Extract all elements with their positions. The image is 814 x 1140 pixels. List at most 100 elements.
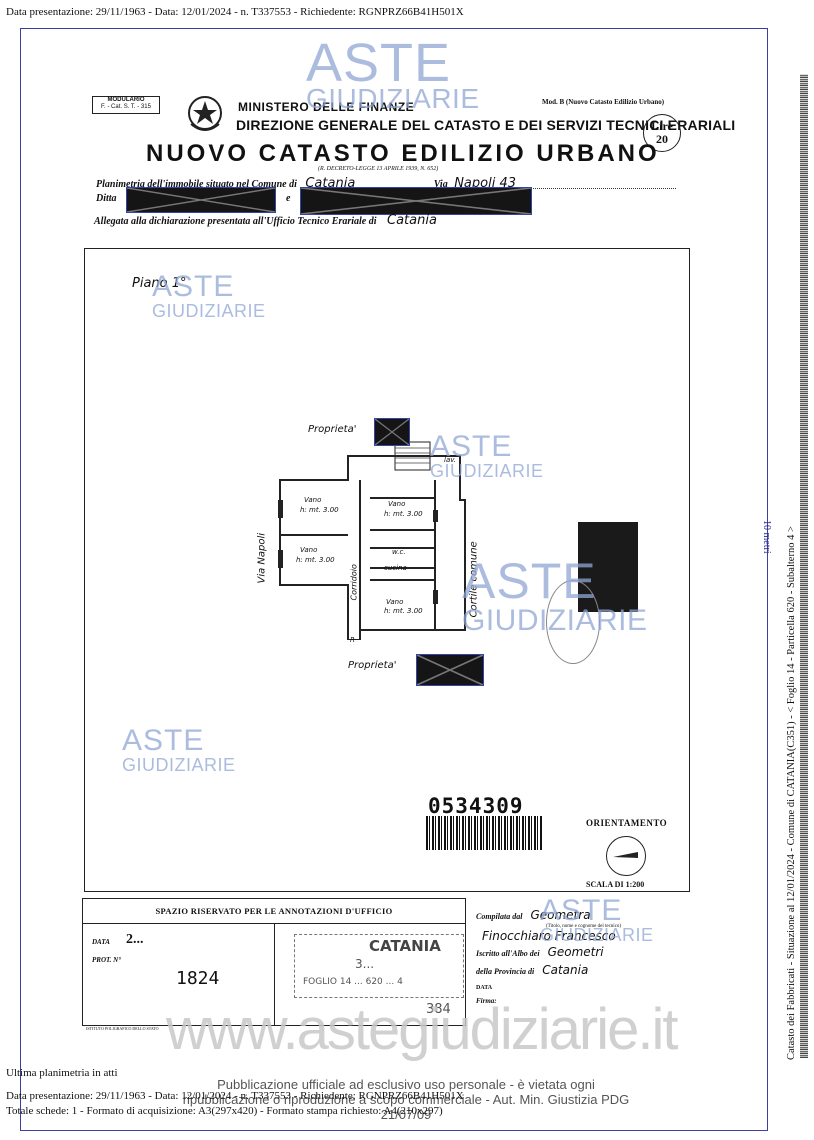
watermark-plan-4: ASTE GIUDIZIARIE bbox=[122, 724, 236, 775]
document-frame bbox=[20, 28, 768, 1131]
allegata-line: Allegata alla dichiarazione presentata a… bbox=[94, 213, 437, 228]
lire-stamp: Lire 20 bbox=[643, 114, 681, 152]
planimetria-label: Planimetria dell'immobile situato nel Co… bbox=[96, 179, 297, 190]
via-label: Via bbox=[433, 179, 448, 190]
proprieta-top-label: Proprieta' bbox=[308, 424, 357, 435]
room-2-name: Vano bbox=[388, 500, 406, 508]
modulario-code: F. - Cat. S. T. - 315 bbox=[101, 104, 151, 110]
barcode-number: 0534309 bbox=[428, 794, 524, 818]
office-prot-label: PROT. N° bbox=[92, 956, 121, 964]
compilata-label: Compilata dal bbox=[476, 912, 523, 921]
decreto-reference: (R. DECRETO-LEGGE 13 APRILE 1939, N. 652… bbox=[318, 166, 439, 172]
compass-icon bbox=[606, 836, 646, 876]
lav-label: lav. bbox=[444, 456, 457, 464]
stamp-line: FOGLIO 14 ... 620 ... 4 bbox=[303, 977, 403, 987]
compilata-line: Compilata dal Geometra bbox=[476, 906, 696, 924]
ministry-title: MINISTERO DELLE FINANZE bbox=[238, 100, 415, 114]
watermark-top: ASTE GIUDIZIARIE bbox=[306, 33, 480, 114]
ditta-label: Ditta bbox=[96, 193, 117, 204]
office-annotations-divider bbox=[274, 924, 275, 1026]
iscritto-value: Geometri bbox=[547, 945, 604, 959]
proprieta-bottom-label: Proprieta' bbox=[348, 660, 397, 671]
mod-b-label: Mod. B (Nuovo Catasto Edilizio Urbano) bbox=[542, 98, 665, 106]
modulario-box: MODULARIO F. - Cat. S. T. - 315 bbox=[92, 96, 160, 114]
provincia-line: della Provincia di Catania bbox=[476, 961, 696, 979]
ditta-redaction-1 bbox=[126, 187, 276, 213]
watermark-plan-2-aste: ASTE bbox=[430, 430, 513, 463]
via-napoli-label: Via Napoli bbox=[256, 532, 268, 584]
footer-line-2: Totale schede: 1 - Formato di acquisizio… bbox=[6, 1105, 443, 1117]
iscritto-label: Iscritto all'Albo dei bbox=[476, 949, 540, 958]
office-prot-value: 1824 bbox=[176, 968, 220, 989]
publication-line-2: ripubblicazione o riproduzione a scopo c… bbox=[182, 1092, 630, 1122]
lire-value: 20 bbox=[656, 132, 668, 146]
side-barcode-strip bbox=[800, 74, 808, 1058]
watermark-plan-4-aste: ASTE bbox=[122, 724, 205, 757]
room-1-name: Vano bbox=[304, 496, 322, 504]
modulario-label: MODULARIO bbox=[107, 97, 145, 103]
compilata-data-label: DATA bbox=[476, 985, 493, 991]
scale-side-text: 10 metri bbox=[761, 520, 772, 554]
ditta-and: e bbox=[286, 193, 291, 204]
provincia-value: Catania bbox=[542, 963, 589, 977]
allegata-label: Allegata alla dichiarazione presentata a… bbox=[94, 216, 377, 227]
orientamento-label: ORIENTAMENTO bbox=[586, 818, 668, 828]
catasto-side-text: Catasto dei Fabbricati - Situazione al 1… bbox=[786, 526, 797, 1060]
istituto-label: ISTITUTO POLIGRAFICO DELLO STATO bbox=[86, 1026, 159, 1031]
url-watermark: www.astegiudiziarie.it bbox=[166, 997, 678, 1062]
watermark-plan-2: ASTE GIUDIZIARIE bbox=[430, 430, 544, 481]
watermark-top-aste: ASTE bbox=[306, 33, 452, 93]
watermark-plan-1: ASTE GIUDIZIARIE bbox=[152, 272, 266, 321]
compilata-name: Finocchiaro Francesco bbox=[482, 929, 616, 943]
compilata-block: Compilata dal Geometra (Titolo, nome e c… bbox=[476, 906, 696, 1005]
watermark-top-giudiziarie: GIUDIZIARIE bbox=[306, 83, 480, 114]
iscritto-line: Iscritto all'Albo dei Geometri bbox=[476, 943, 696, 961]
watermark-bottom-giudiziarie: GIUDIZIARIE bbox=[540, 925, 654, 945]
document-title: NUOVO CATASTO EDILIZIO URBANO bbox=[146, 140, 660, 167]
watermark-plan-4-giudiziarie: GIUDIZIARIE bbox=[122, 755, 236, 775]
room-2-height: h: mt. 3.00 bbox=[384, 510, 423, 518]
compilata-value: Geometra bbox=[530, 908, 591, 922]
watermark-plan-3-aste: ASTE bbox=[462, 553, 597, 609]
room-1-height: h: mt. 3.00 bbox=[300, 506, 339, 514]
room-3-height: h: mt. 3.00 bbox=[296, 556, 335, 564]
piano-label: Piano 1° bbox=[132, 276, 187, 291]
office-stamp: CATANIA 3... FOGLIO 14 ... 620 ... 4 bbox=[294, 934, 464, 998]
stamp-bottom: 384 bbox=[426, 1002, 451, 1017]
ditta-line: Ditta e bbox=[96, 193, 290, 204]
watermark-plan-3-giudiziarie: GIUDIZIARIE bbox=[462, 604, 648, 637]
lire-label: Lire bbox=[651, 119, 673, 133]
publication-notice: Pubblicazione ufficiale ad esclusivo uso… bbox=[176, 1077, 636, 1122]
ultima-planimetria: Ultima planimetria in atti bbox=[6, 1067, 118, 1079]
watermark-bottom-aste: ASTE bbox=[540, 894, 623, 927]
r-label: R bbox=[350, 636, 355, 644]
stamp-city: CATANIA bbox=[369, 937, 441, 955]
office-data-value: 2... bbox=[126, 932, 144, 947]
corridoio-label: Corridoio bbox=[349, 564, 359, 601]
floor-plan-area bbox=[84, 248, 690, 892]
footer-line-1: Data presentazione: 29/11/1963 - Data: 1… bbox=[6, 1090, 464, 1102]
wc-label: w.c. bbox=[392, 548, 406, 556]
room-4-name: Vano bbox=[386, 598, 404, 606]
watermark-plan-1-giudiziarie: GIUDIZIARIE bbox=[152, 301, 266, 321]
room-4-height: h: mt. 3.00 bbox=[384, 607, 423, 615]
watermark-plan-3: ASTE GIUDIZIARIE bbox=[462, 556, 648, 636]
proprieta-top-redaction bbox=[374, 418, 410, 446]
floor-plan-drawing bbox=[278, 441, 466, 640]
proprieta-bottom-redaction bbox=[416, 654, 484, 686]
firma-label: Firma: bbox=[476, 997, 497, 1005]
republic-emblem-icon bbox=[188, 96, 222, 131]
cucina-label: cucina bbox=[384, 564, 407, 572]
publication-line-1: Pubblicazione ufficiale ad esclusivo uso… bbox=[217, 1077, 595, 1092]
round-seal bbox=[546, 580, 600, 664]
ditta-redaction-2 bbox=[300, 187, 532, 215]
barcode bbox=[426, 816, 542, 850]
watermark-plan-2-giudiziarie: GIUDIZIARIE bbox=[430, 461, 544, 481]
watermark-bottom: ASTE GIUDIZIARIE bbox=[540, 894, 654, 945]
room-3-name: Vano bbox=[300, 546, 318, 554]
allegata-value: Catania bbox=[387, 213, 437, 228]
compilata-sub: (Titolo, nome e cognome del tecnico) bbox=[546, 924, 622, 929]
office-data-label: DATA bbox=[92, 938, 110, 946]
directorate-title: DIREZIONE GENERALE DEL CATASTO E DEI SER… bbox=[236, 117, 736, 133]
scale-label: SCALA DI 1:200 bbox=[586, 880, 645, 889]
